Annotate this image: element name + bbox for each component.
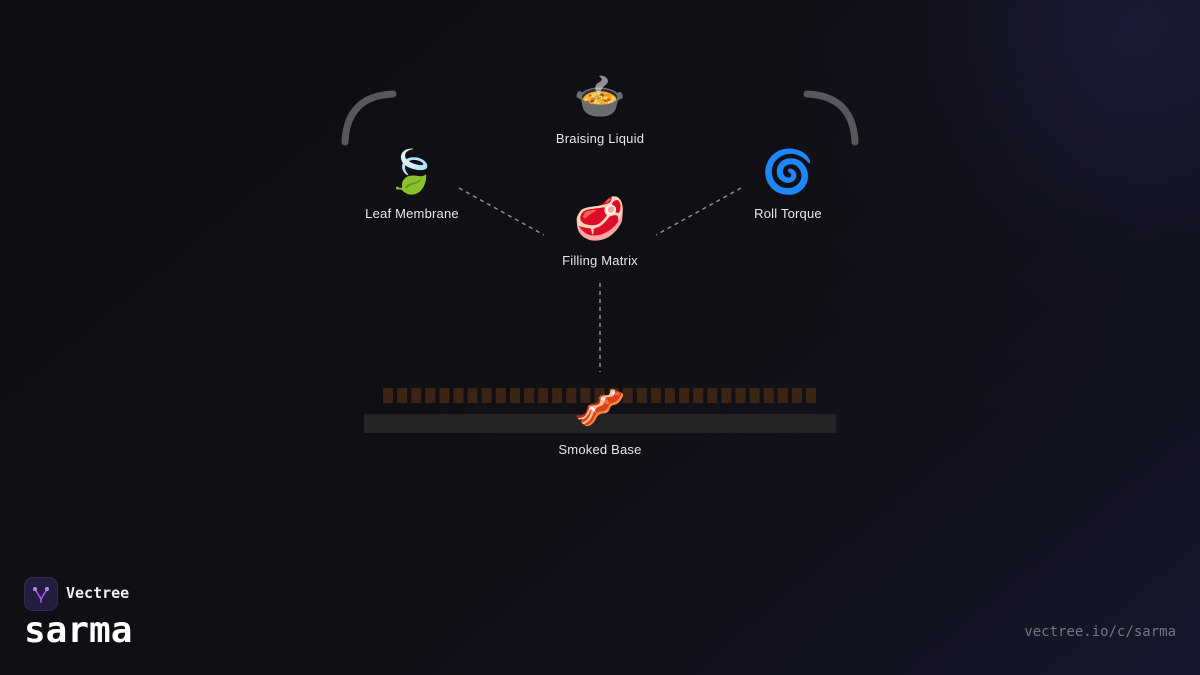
pot-icon: 🍲 <box>573 75 627 121</box>
vectree-branch-icon <box>24 577 58 611</box>
base-slat <box>749 388 760 403</box>
arc-right <box>803 90 859 146</box>
base-slat <box>791 388 802 403</box>
base-plate <box>364 414 836 433</box>
node-label: Filling Matrix <box>562 253 638 268</box>
base-slat <box>636 388 647 403</box>
leaf-icon: 🍃 <box>385 150 439 196</box>
base-slat <box>467 388 478 403</box>
node-label: Braising Liquid <box>555 131 645 146</box>
base-slat <box>777 388 788 403</box>
connector-roll-to-filling <box>655 187 742 236</box>
base-slat <box>509 388 520 403</box>
base-slat <box>594 388 605 403</box>
base-slat <box>383 388 393 403</box>
base-slat <box>453 388 464 403</box>
base-slat <box>566 388 577 403</box>
node-braising-liquid: 🍲 Braising Liquid <box>520 73 680 146</box>
base-slats <box>383 388 816 403</box>
meat-icon: 🥩 <box>573 197 627 243</box>
project-url[interactable]: vectree.io/c/sarma <box>1024 624 1176 640</box>
node-label: Leaf Membrane <box>365 206 459 221</box>
base-slat <box>665 388 675 403</box>
spiral-icon: 🌀 <box>761 150 815 196</box>
base-slat <box>693 388 704 403</box>
node-filling-matrix: 🥩 Filling Matrix <box>520 195 680 268</box>
node-smoked-base: 🥓 Smoked Base <box>520 384 680 457</box>
base-slat <box>608 388 619 403</box>
node-label: Smoked Base <box>558 442 642 457</box>
base-slat <box>524 388 534 403</box>
base-slat <box>552 388 563 403</box>
base-slat <box>397 388 408 403</box>
base-slat <box>425 388 436 403</box>
base-slat <box>707 388 718 403</box>
node-label: Roll Torque <box>754 206 822 221</box>
base-slat <box>481 388 492 403</box>
base-slat <box>650 388 661 403</box>
connector-leaf-to-filling <box>458 187 545 236</box>
node-leaf-membrane: 🍃 Leaf Membrane <box>332 148 492 221</box>
base-slat <box>439 388 450 403</box>
base-slat <box>495 388 506 403</box>
arc-left <box>341 90 397 146</box>
base-slat <box>411 388 422 403</box>
bacon-icon: 🥓 <box>573 386 627 432</box>
company-name: Vectree <box>66 584 130 602</box>
base-slat <box>721 388 732 403</box>
base-slat <box>806 388 816 403</box>
base-slat <box>763 388 774 403</box>
node-roll-torque: 🌀 Roll Torque <box>708 148 868 221</box>
project-title: sarma <box>24 610 133 651</box>
base-slat <box>580 388 591 403</box>
base-slat <box>622 388 633 403</box>
base-slat <box>679 388 690 403</box>
base-slat <box>735 388 746 403</box>
base-slat <box>538 388 549 403</box>
